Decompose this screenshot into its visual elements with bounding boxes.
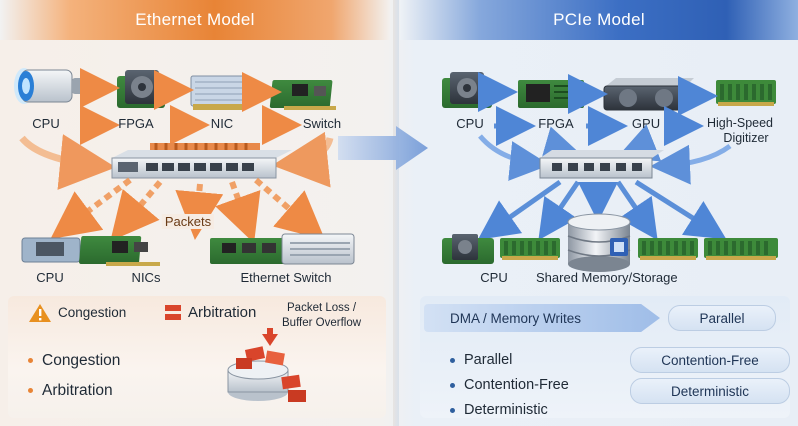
curve-left-to-switch — [19, 134, 116, 190]
ethernet-bullet-congestion-text: Congestion — [42, 352, 121, 369]
overflow-down-arrow-icon — [262, 334, 278, 346]
pcie-label-cpu: CPU — [456, 116, 484, 131]
issue-arbitration-label: Arbitration — [188, 304, 257, 321]
pcie-gpu-icon — [603, 78, 694, 111]
pcie-memory-module-left-icon — [500, 238, 560, 260]
shared-storage-cylinder-icon — [567, 213, 631, 272]
ethernet-label-nic: NIC — [210, 116, 234, 131]
ethernet-label-fpga: FPGA — [118, 116, 154, 131]
curve-right-to-switch — [272, 131, 334, 188]
ethernet-to-pcie-arrow — [338, 126, 428, 170]
dma-memory-writes-label: DMA / Memory Writes — [450, 310, 582, 326]
ethernet-switch-card-icon — [269, 80, 336, 110]
warning-icon — [29, 304, 51, 322]
pcie-memory-module-mid-icon — [638, 238, 698, 260]
pcie-model-banner: PCIe Model — [400, 0, 798, 40]
dma-memory-writes-banner: DMA / Memory Writes — [424, 304, 660, 332]
pcie-label-fpga: FPGA — [538, 116, 574, 131]
pcie-fpga-icon — [518, 80, 584, 108]
ethernet-label-nics: NICs — [131, 270, 161, 285]
pcie-digitizer-icon — [716, 80, 776, 106]
ethernet-bottom-switch-icon — [210, 233, 355, 265]
ethernet-issues-panel — [8, 296, 386, 418]
pcie-memory-module-right-icon — [704, 238, 778, 260]
pcie-fanout-lines — [477, 179, 727, 241]
pcie-bullet-parallel-text: Parallel — [464, 352, 513, 368]
pcie-bullet-deterministic-text: Deterministic — [464, 402, 548, 418]
ethernet-label-cpu: CPU — [32, 116, 60, 131]
bullet-dot — [450, 382, 455, 388]
parallel-pill-label: Parallel — [699, 310, 745, 326]
ethernet-label-ethernet-switch: Ethernet Switch — [240, 270, 332, 285]
bullet-dot — [28, 388, 33, 394]
pcie-label-shared-memory: Shared Memory/Storage — [536, 270, 678, 285]
ethernet-model-title: Ethernet Model — [135, 10, 255, 29]
pcie-label-digitizer-line2: Digitizer — [723, 131, 769, 145]
ethernet-bullet-congestion: Congestion — [28, 352, 120, 370]
bullet-dot — [450, 407, 455, 413]
pcie-bullet-contention-free: Contention-Free — [450, 377, 569, 393]
ethernet-nic-icon — [190, 75, 248, 110]
contention-free-pill: Contention-Free — [630, 347, 790, 373]
pcie-bullet-contention-free-text: Contention-Free — [464, 377, 569, 393]
ethernet-fpga-icon — [117, 70, 165, 108]
ethernet-central-switch-icon — [111, 143, 292, 179]
section-divider — [393, 0, 399, 426]
pcie-cpu-icon — [442, 72, 492, 108]
arbitration-icon — [165, 305, 181, 320]
ethernet-nics-icon — [79, 236, 160, 266]
parallel-pill: Parallel — [668, 305, 776, 331]
pcie-bottom-cpu-icon — [442, 234, 494, 264]
pcie-label-bottom-cpu: CPU — [480, 270, 508, 285]
ethernet-bullet-arbitration: Arbitration — [28, 382, 113, 400]
pcie-bullet-deterministic: Deterministic — [450, 402, 548, 418]
issue-packet-loss-line1: Packet Loss / — [287, 302, 357, 314]
pcie-label-digitizer-line1: High-Speed — [706, 116, 774, 130]
buffer-overflow-stack-icon — [227, 346, 306, 402]
ethernet-model-banner: Ethernet Model — [0, 0, 390, 40]
ethernet-cpu-icon — [14, 68, 105, 104]
pcie-switch-icon — [539, 150, 664, 179]
bullet-dot — [28, 358, 33, 364]
pcie-model-title: PCIe Model — [553, 10, 645, 29]
packets-label: Packets — [161, 214, 215, 229]
issue-congestion-label: Congestion — [58, 305, 127, 320]
bullet-dot — [450, 357, 455, 363]
deterministic-pill: Deterministic — [630, 378, 790, 404]
ethernet-label-switch: Switch — [302, 116, 342, 131]
ethernet-bottom-cpu-icon — [21, 237, 81, 263]
pcie-bullet-parallel: Parallel — [450, 352, 512, 368]
deterministic-pill-label: Deterministic — [670, 383, 749, 399]
pcie-label-gpu: GPU — [631, 116, 661, 131]
ethernet-bullet-arbitration-text: Arbitration — [42, 382, 113, 399]
ethernet-label-bottom-cpu: CPU — [36, 270, 64, 285]
contention-free-pill-label: Contention-Free — [661, 352, 759, 368]
issue-buffer-overflow-line2: Buffer Overflow — [282, 317, 362, 329]
